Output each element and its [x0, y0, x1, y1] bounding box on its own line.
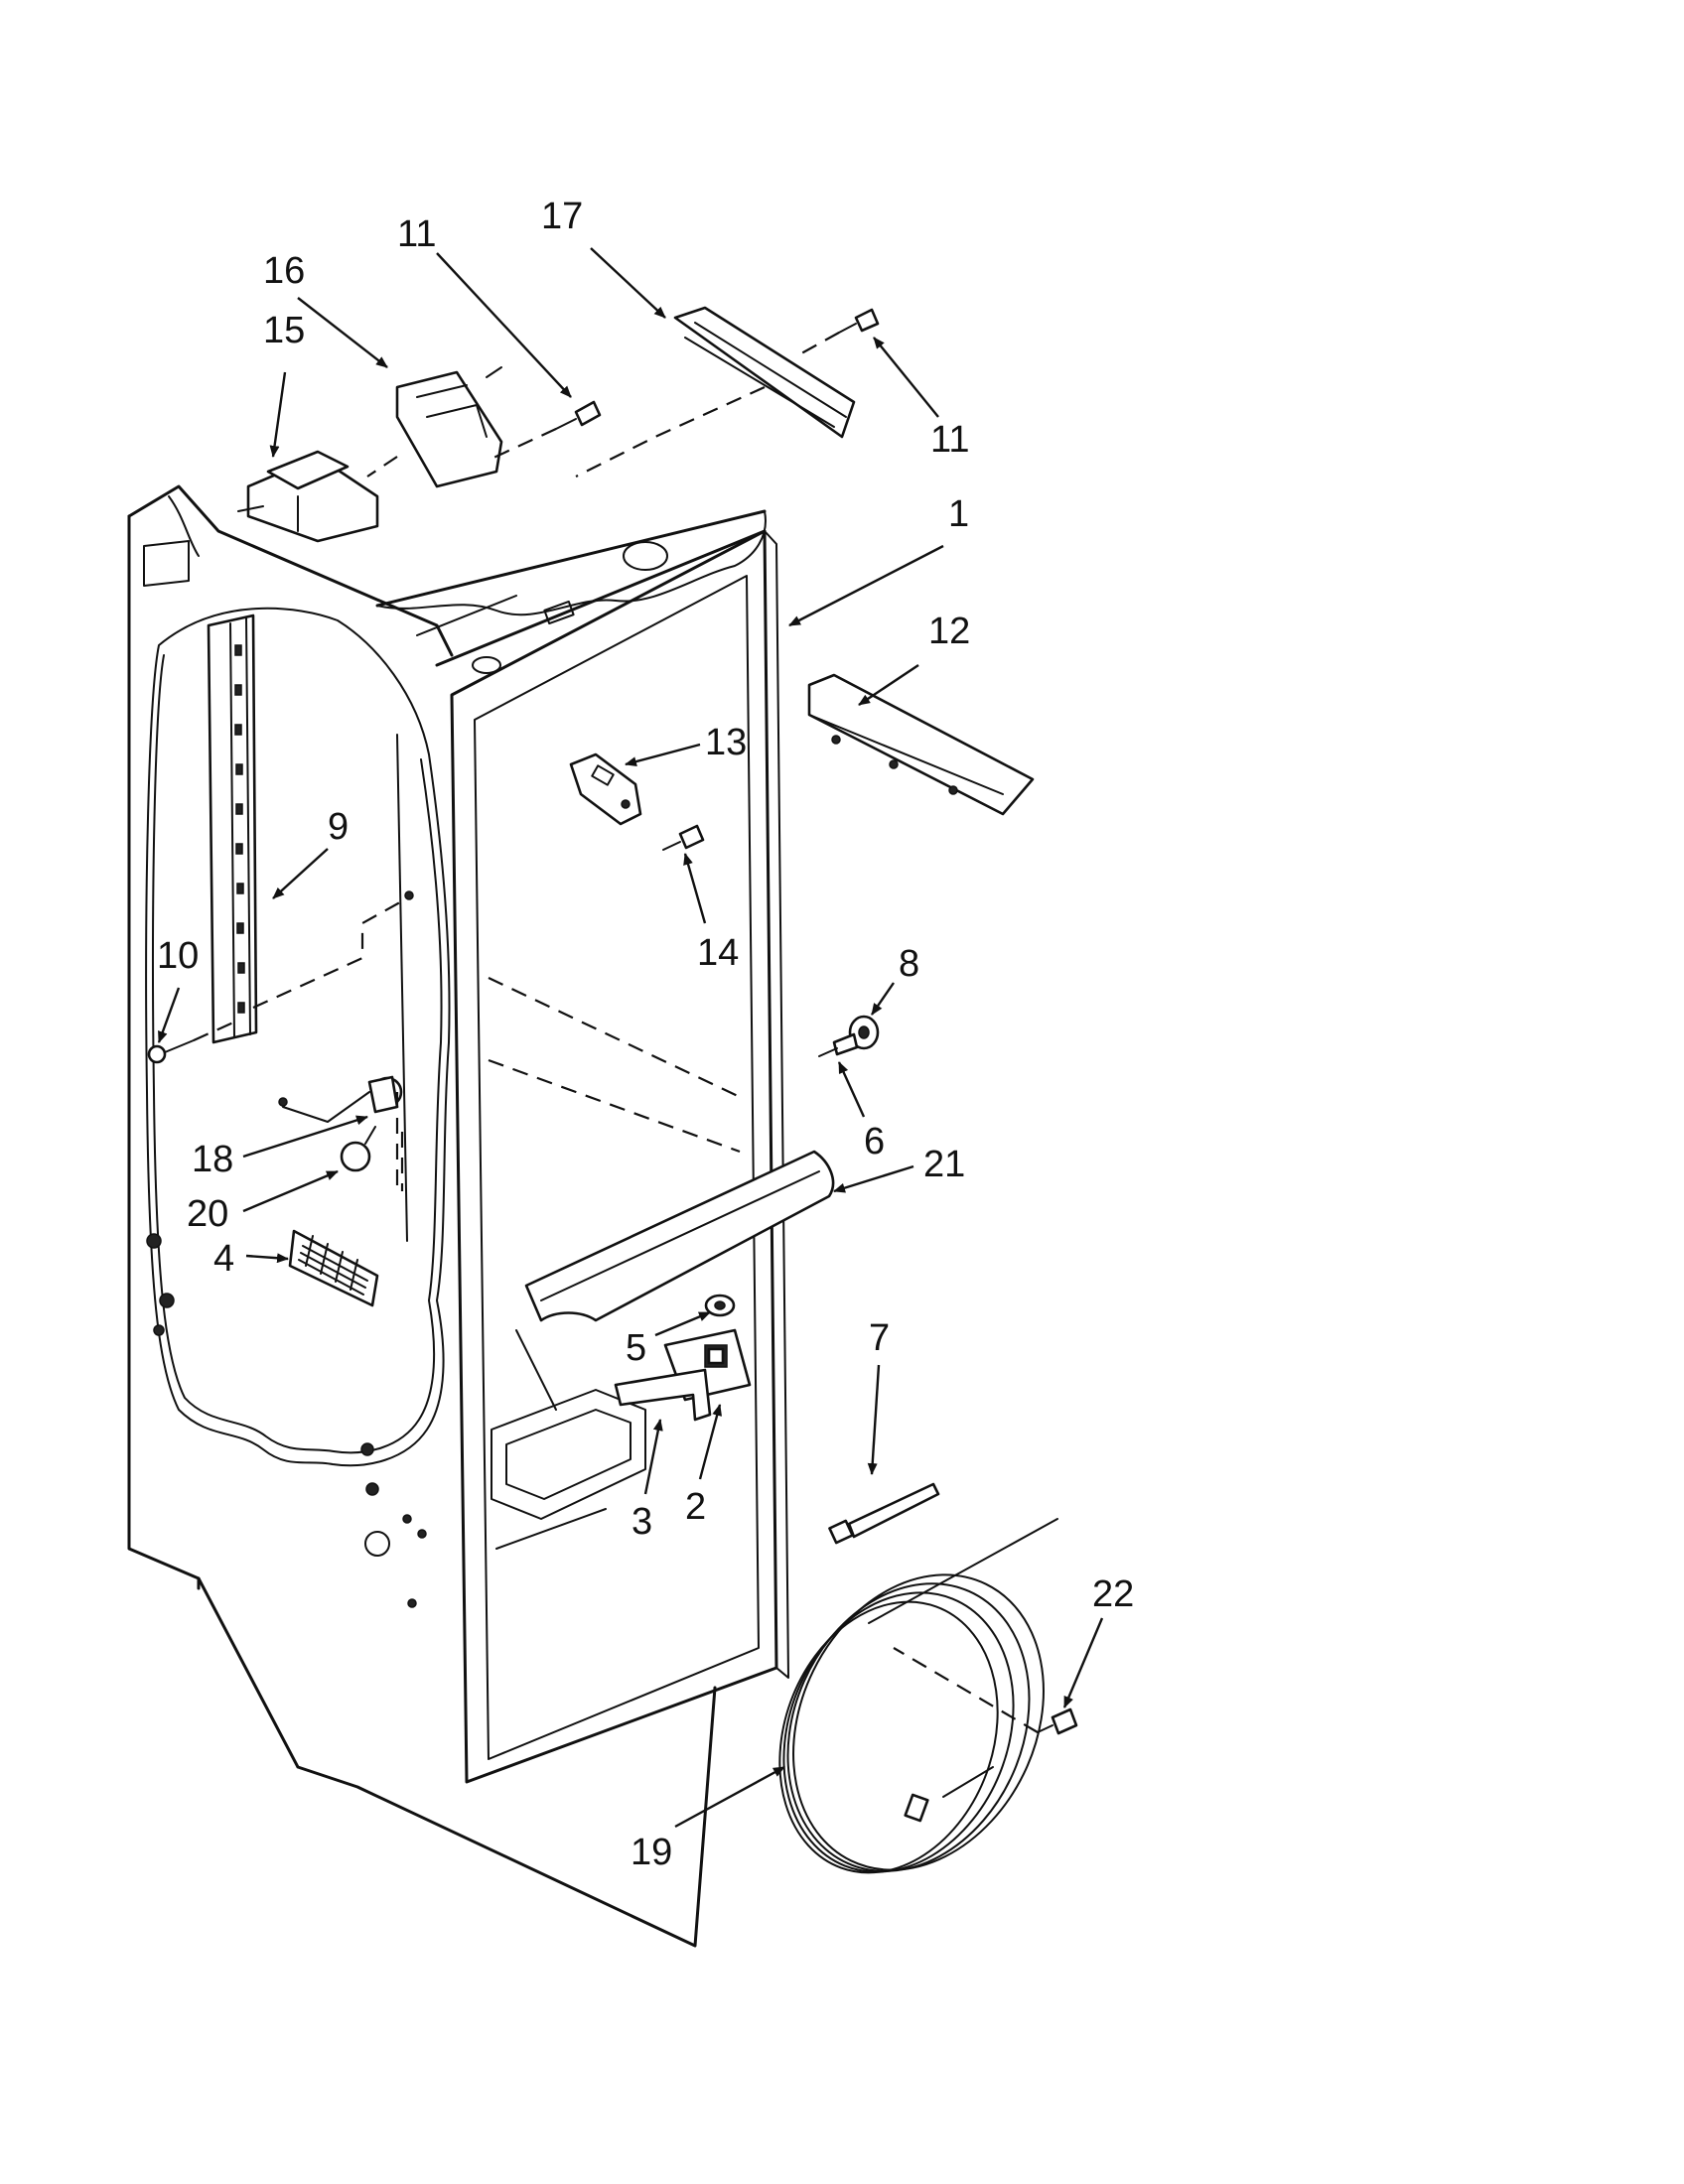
callout-20: 20: [187, 1193, 228, 1235]
rail-mount-hole: [404, 890, 414, 900]
callout-4: 4: [213, 1238, 234, 1280]
leader-5: [654, 1310, 711, 1337]
callout-11-left: 11: [397, 213, 436, 255]
callout-1: 1: [948, 493, 969, 535]
callout-13: 13: [705, 722, 747, 763]
callout-2: 2: [685, 1486, 706, 1528]
callout-18: 18: [192, 1139, 233, 1180]
leader-21: [833, 1164, 914, 1193]
leader-2: [698, 1404, 722, 1480]
shelf-ladder-rail: [207, 614, 258, 1044]
mounting-bracket: [569, 752, 642, 826]
grommet: [704, 1294, 736, 1317]
screw-11-right: [838, 308, 880, 334]
leader-8: [871, 982, 895, 1016]
water-tubing-coil: [778, 1518, 1058, 1874]
screw-10-line: [193, 1021, 234, 1042]
callout-11-right: 11: [930, 419, 969, 461]
callout-5: 5: [626, 1327, 646, 1369]
leader-15: [269, 371, 287, 458]
callout-22: 22: [1092, 1573, 1134, 1615]
callout-16: 16: [263, 250, 305, 292]
bottom-cover: [524, 1150, 835, 1322]
plate-3: [614, 1368, 712, 1422]
bracket-line: [366, 456, 398, 478]
callout-10: 10: [157, 935, 199, 977]
leader-14: [683, 853, 707, 924]
light-socket: [278, 1075, 403, 1123]
screw-11-left: [555, 400, 602, 430]
switch-housing: [237, 450, 379, 543]
screw-11-left-line: [491, 428, 557, 460]
leader-20: [242, 1169, 339, 1213]
leader-19: [674, 1765, 785, 1829]
callout-15: 15: [263, 310, 305, 351]
callout-17: 17: [541, 196, 583, 237]
leader-7: [867, 1364, 881, 1475]
callout-12: 12: [928, 611, 970, 652]
leader-11-left: [436, 252, 572, 398]
leader-6: [837, 1061, 866, 1118]
leader-12: [858, 664, 919, 706]
leader-4: [245, 1253, 289, 1264]
callout-14: 14: [697, 932, 739, 974]
screw-22: [1037, 1707, 1078, 1735]
leader-3: [643, 1419, 663, 1495]
leader-1: [788, 544, 944, 627]
leader-13: [625, 743, 701, 766]
leader-9: [272, 848, 329, 899]
callout-9: 9: [328, 806, 349, 848]
callout-6: 6: [864, 1121, 885, 1162]
leader-18: [242, 1115, 368, 1159]
leader-17: [590, 247, 666, 319]
rail-slots: [234, 644, 245, 1014]
light-bulb: [340, 1126, 376, 1172]
bumper-assembly: [818, 1015, 880, 1057]
screw-14: [662, 824, 705, 851]
callout-21: 21: [923, 1144, 965, 1185]
screw-10: [147, 1039, 195, 1064]
rail-mount-line: [252, 897, 408, 1010]
cabinet-liner: [127, 484, 789, 1948]
screw-22-line: [893, 1647, 1039, 1733]
leader-16: [297, 297, 388, 368]
callout-8: 8: [899, 943, 919, 985]
leader-22: [1062, 1617, 1104, 1708]
cable-tie: [828, 1482, 940, 1545]
air-grille: [288, 1229, 379, 1307]
top-rail: [673, 306, 856, 439]
callout-3: 3: [632, 1501, 652, 1543]
air-channel: [807, 673, 1035, 816]
rail-line: [575, 385, 766, 478]
callout-7: 7: [869, 1317, 890, 1359]
callout-19: 19: [631, 1832, 672, 1873]
leader-10: [157, 987, 181, 1043]
screw-11-right-line: [793, 332, 840, 358]
control-bracket: [395, 366, 503, 488]
leader-11-right: [873, 337, 939, 418]
